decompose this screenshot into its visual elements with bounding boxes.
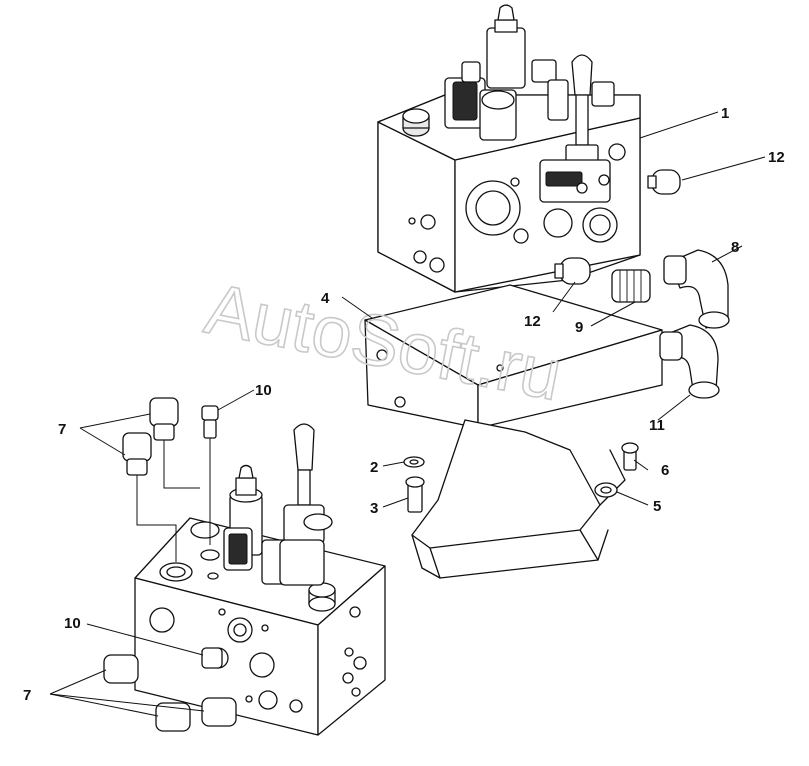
callout-6: 6	[661, 462, 669, 479]
upper-valve-block	[377, 4, 641, 293]
callout-12-upper: 12	[768, 149, 785, 166]
callout-labels: 1 12 8 4 12 9 10 11 7 2 6 3 5 10 7	[23, 105, 785, 704]
callout-7-lower: 7	[23, 687, 31, 704]
lower-fittings	[103, 397, 237, 732]
callout-12-lower: 12	[524, 313, 541, 330]
upper-fittings	[403, 169, 730, 513]
callout-10-lower: 10	[64, 615, 81, 632]
callout-10-upper: 10	[255, 382, 272, 399]
callout-5: 5	[653, 498, 661, 515]
callout-7-upper: 7	[58, 421, 66, 438]
callout-3: 3	[370, 500, 378, 517]
callout-4: 4	[321, 290, 330, 307]
callout-11: 11	[649, 417, 665, 434]
callout-2: 2	[370, 459, 378, 476]
callout-8: 8	[731, 239, 739, 256]
callout-1: 1	[721, 105, 729, 122]
lower-valve-block	[134, 423, 386, 736]
mounting-bracket	[364, 284, 663, 579]
leader-lines	[49, 111, 766, 717]
callout-9: 9	[575, 319, 583, 336]
